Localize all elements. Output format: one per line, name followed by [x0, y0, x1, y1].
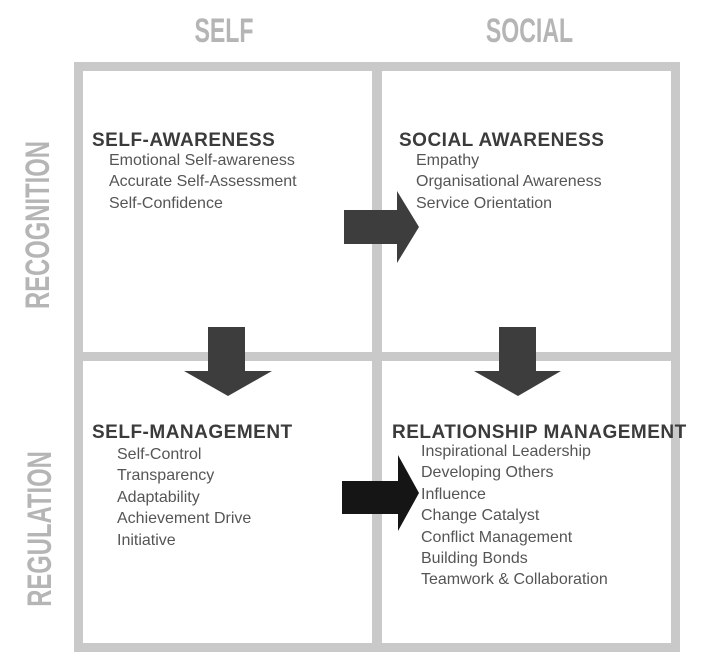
list-item: Service Orientation [416, 194, 553, 212]
quadrant-list-self-awareness: Emotional Self-awareness Accurate Self-A… [109, 150, 297, 214]
list-item: Developing Others [421, 464, 554, 482]
list-item: Teamwork & Collaboration [421, 571, 608, 589]
list-item: Organisational Awareness [416, 173, 602, 191]
row-header-regulation: REGULATION [21, 451, 59, 607]
list-item: Building Bonds [421, 550, 528, 568]
quadrant-title-self-awareness: SELF-AWARENESS [92, 130, 276, 151]
quadrant-title-relationship-management: RELATIONSHIP MANAGEMENT [392, 422, 687, 443]
column-header-self: SELF [194, 12, 254, 50]
quadrant-list-social-awareness: Empathy Organisational Awareness Service… [416, 150, 602, 214]
quadrant-list-relationship-management: Inspirational Leadership Developing Othe… [421, 441, 608, 591]
list-item: Inspirational Leadership [421, 443, 591, 460]
list-item: Adaptability [117, 488, 200, 506]
row-header-recognition: RECOGNITION [19, 141, 57, 309]
quadrant-list-self-management: Self-Control Transparency Adaptability A… [117, 444, 251, 551]
quadrant-title-self-management: SELF-MANAGEMENT [92, 422, 293, 443]
list-item: Achievement Drive [117, 510, 252, 528]
column-header-social: SOCIAL [485, 12, 574, 50]
list-item: Self-Control [117, 446, 202, 463]
list-item: Influence [421, 485, 486, 503]
list-item: Initiative [117, 531, 176, 549]
list-item: Emotional Self-awareness [109, 152, 295, 169]
matrix-horizontal-divider [74, 352, 680, 361]
list-item: Accurate Self-Assessment [109, 173, 297, 191]
quadrant-title-social-awareness: SOCIAL AWARENESS [399, 130, 605, 151]
list-item: Transparency [117, 467, 215, 485]
list-item: Self-Confidence [109, 194, 223, 212]
list-item: Change Catalyst [421, 507, 540, 525]
list-item: Conflict Management [421, 528, 573, 546]
list-item: Empathy [416, 152, 480, 169]
